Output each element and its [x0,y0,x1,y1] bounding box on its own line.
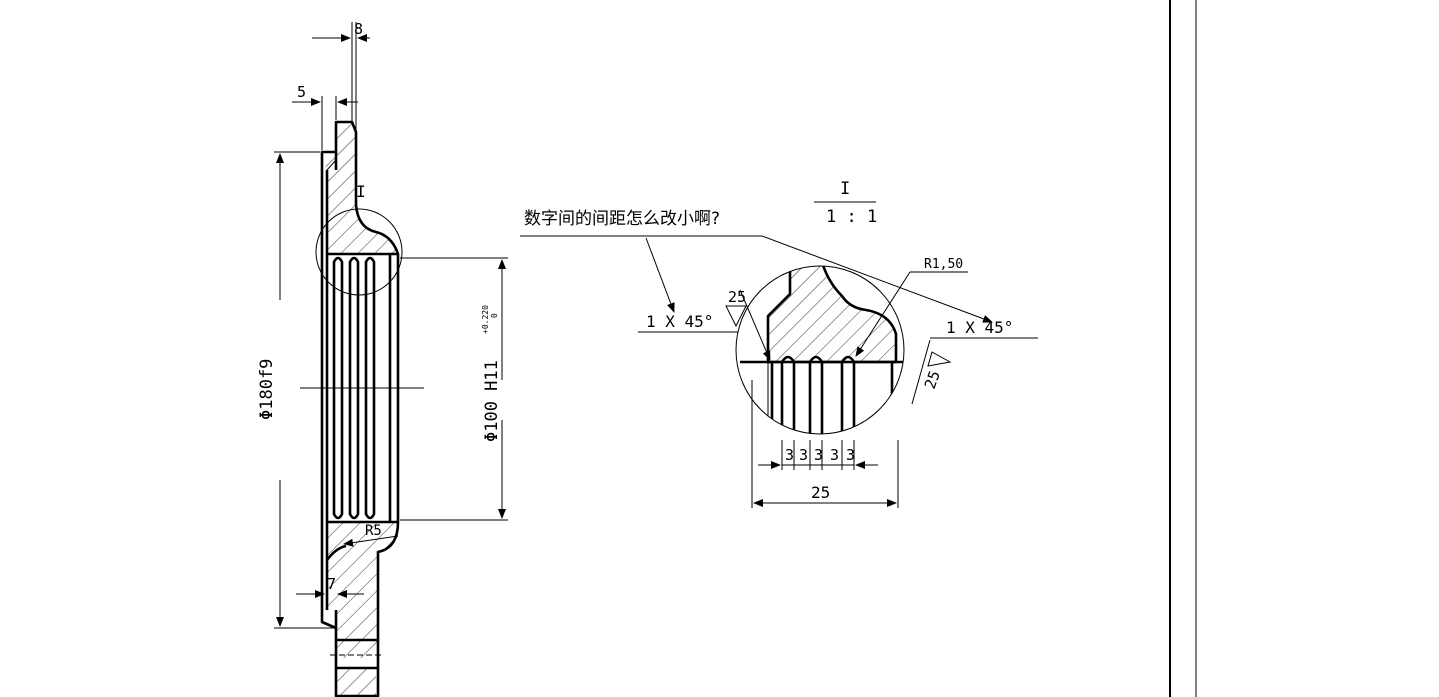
groove-dim: 3 [785,446,794,464]
section-outline [320,120,400,697]
roughness-right: 25 [921,368,944,391]
detail-circle [735,265,905,435]
detail-radius-label: R1,50 [855,257,968,357]
detail-marker-label: I [356,182,366,201]
roughness-left: 25 [728,288,746,306]
detail-outline [766,266,898,364]
groove-dim: 3 [846,446,855,464]
section-view: I 8 5 Φ180f9 [257,20,508,697]
overall-width-dim: 25 [751,380,899,508]
question-annotation: 数字间的间距怎么改小啊? [520,209,993,323]
section-hatch-top [322,122,398,254]
dim-inner-diameter: Φ100 H11 +0.220 0 [400,257,508,521]
dim-top-8: 8 [312,20,370,132]
dim-bottom-7: 7 [296,575,364,598]
svg-text:Φ100 H11: Φ100 H11 [482,360,502,442]
dim-left-5: 5 [292,83,358,150]
svg-text:1 X 45°: 1 X 45° [946,318,1013,337]
svg-text:5: 5 [297,83,306,101]
groove-dim: 3 [830,446,839,464]
detail-view: I 1 : 1 R1,50 1 X 45° [638,179,1038,508]
detail-label: I [840,179,850,199]
chamfer-right: 1 X 45° 25 [911,318,1038,405]
detail-hatch [736,266,896,362]
svg-text:8: 8 [354,20,363,38]
svg-text:+0.220: +0.220 [481,305,490,334]
svg-text:1 X 45°: 1 X 45° [646,312,713,331]
radius-r5: R5 [343,523,399,547]
chamfer-left: 1 X 45° 25 [638,288,771,361]
frame-border [1169,0,1197,697]
groove-dims: 3 3 3 3 3 [758,440,878,470]
svg-text:7: 7 [327,575,336,593]
svg-text:25: 25 [811,483,830,502]
section-hatch-tail [336,668,376,696]
groove-dim: 3 [814,446,823,464]
svg-text:0: 0 [490,313,499,318]
svg-text:Φ180f9: Φ180f9 [257,359,277,420]
dim-outer-diameter: Φ180f9 [257,151,334,629]
section-hatch-bottom [326,522,398,658]
svg-text:R5: R5 [365,523,382,539]
detail-scale: 1 : 1 [826,207,877,227]
question-text: 数字间的间距怎么改小啊? [524,209,720,229]
groove-dim: 3 [799,446,808,464]
svg-text:R1,50: R1,50 [924,257,963,272]
groove-lines [332,254,392,522]
detail-circle-marker [315,208,403,296]
